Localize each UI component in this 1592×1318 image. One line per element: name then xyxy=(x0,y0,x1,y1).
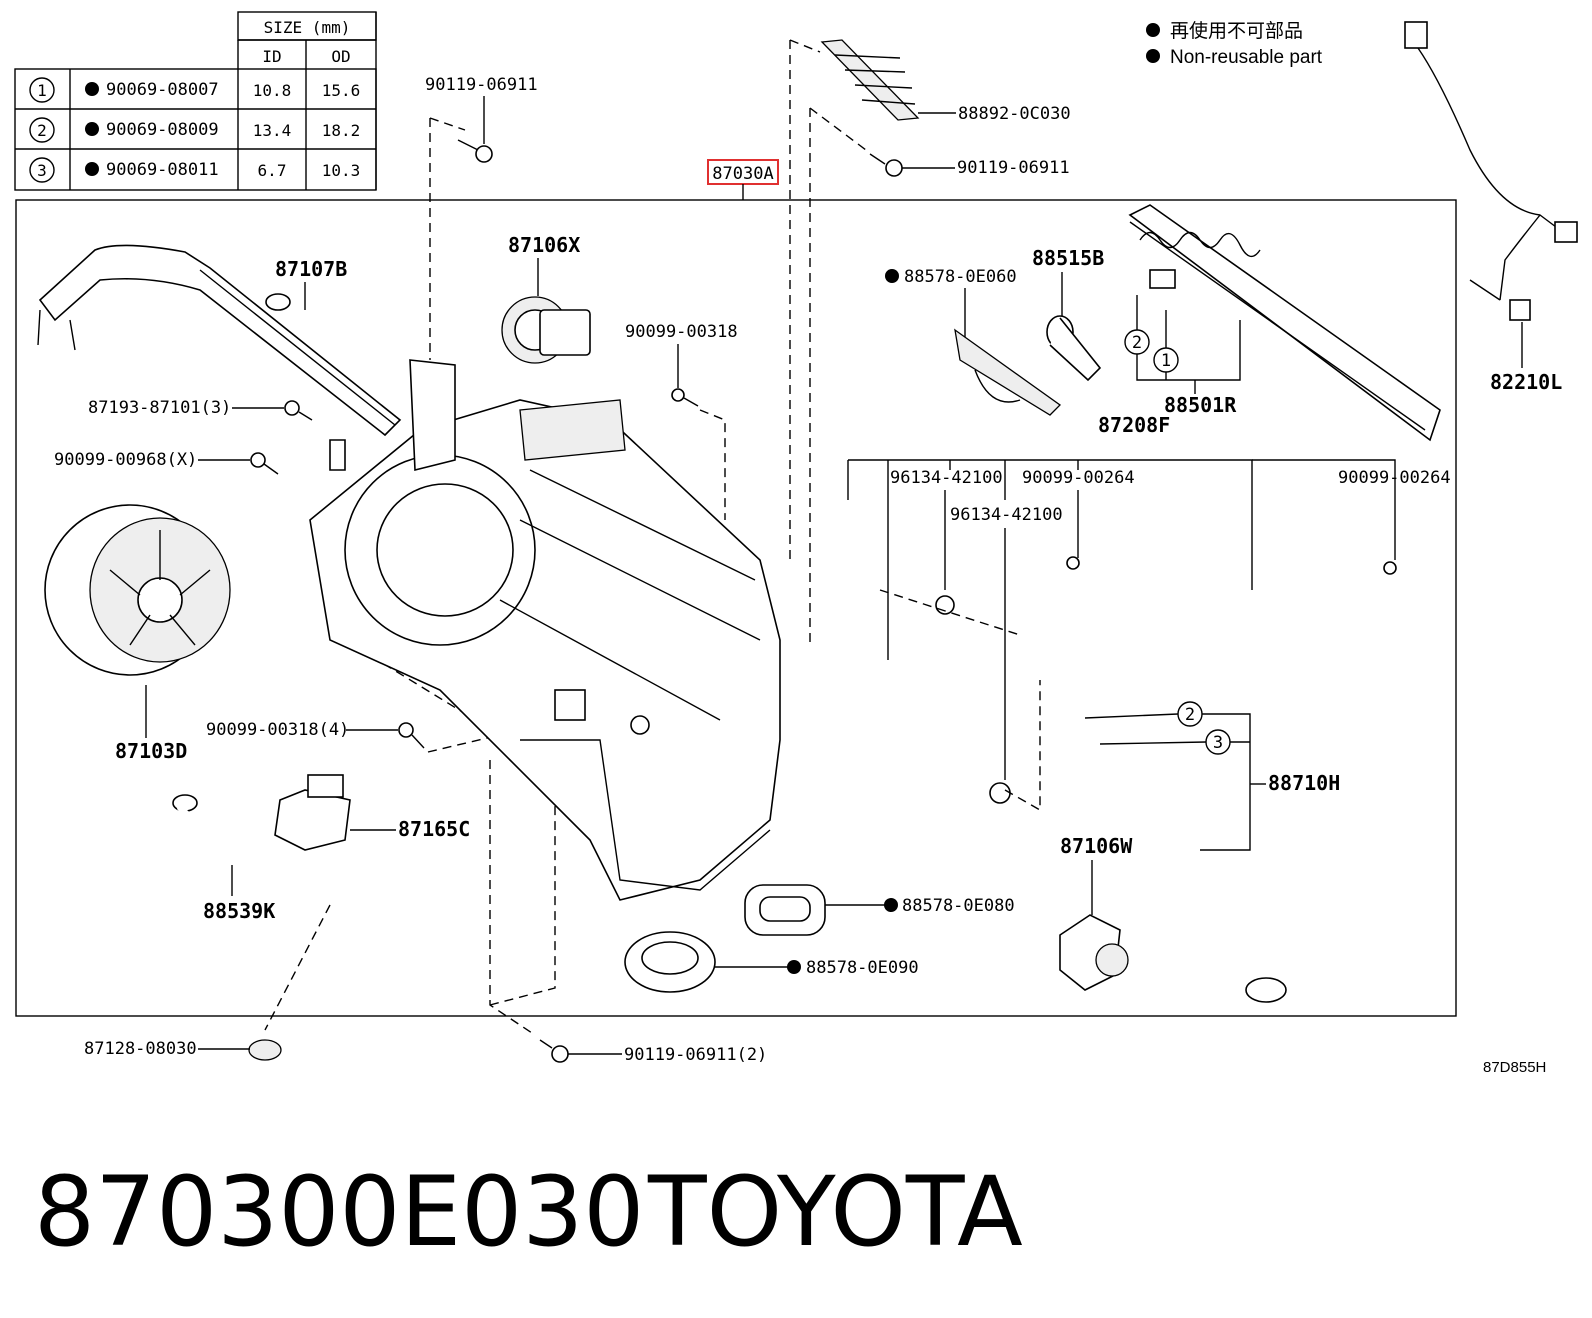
brand-name: TOYOTA xyxy=(647,1156,1023,1268)
label-87107B: 87107B xyxy=(275,257,347,281)
row-od: 10.3 xyxy=(322,161,361,180)
row-part-number: 90069-08011 xyxy=(106,160,219,180)
label-82210L: 82210L xyxy=(1490,370,1562,394)
label-88501R: 88501R xyxy=(1164,393,1237,417)
row-number: 1 xyxy=(37,81,47,100)
assembly-frame xyxy=(15,199,1457,1017)
label-96134-a: 96134-42100 xyxy=(890,468,1003,488)
label-90119-bottom: 90119-06911(2) xyxy=(624,1045,767,1065)
actuator-icon xyxy=(1059,914,1129,991)
callout-number: 3 xyxy=(1213,733,1223,753)
bolt-icon xyxy=(457,139,493,163)
label-87106X: 87106X xyxy=(508,233,580,257)
label-90099-00264-a: 90099-00264 xyxy=(1022,468,1135,488)
id-header: ID xyxy=(262,47,281,66)
row-part-number: 90069-08007 xyxy=(106,80,219,100)
blower-unit-icon xyxy=(309,359,781,901)
row-number: 2 xyxy=(37,121,47,140)
legend-en: Non-reusable part xyxy=(1170,47,1323,68)
screw-icon xyxy=(671,388,699,407)
label-96134-b: 96134-42100 xyxy=(950,505,1063,525)
label-87208F: 87208F xyxy=(1098,413,1170,437)
label-88539K: 88539K xyxy=(203,899,275,923)
row-id: 6.7 xyxy=(258,161,287,180)
wiring-harness-icon xyxy=(1404,21,1578,321)
label-90119-06911-right: 90119-06911 xyxy=(957,158,1070,178)
filter-icon xyxy=(820,39,920,121)
valve-icon xyxy=(1046,315,1102,382)
bolt-icon xyxy=(869,153,903,177)
pipe-icon xyxy=(1054,744,1287,1003)
assembly-label[interactable]: 87030A xyxy=(707,159,779,200)
row-number: 3 xyxy=(37,161,47,180)
label-88892: 88892-0C030 xyxy=(958,104,1071,124)
reference-code: 87D855H xyxy=(1483,1059,1546,1076)
label-87193: 87193-87101(3) xyxy=(88,398,231,418)
evaporator-icon xyxy=(1128,204,1441,442)
legend-jp: 再使用不可部品 xyxy=(1170,20,1303,42)
label-87106W: 87106W xyxy=(1060,834,1133,858)
label-88578-0E090: 88578-0E090 xyxy=(806,958,919,978)
label-90099-00318: 90099-00318 xyxy=(625,322,738,342)
size-table: SIZE (mm) ID OD 1 90069-08007 10.8 15.6 … xyxy=(14,11,377,191)
callout-number: 2 xyxy=(1185,705,1195,725)
gasket-icon xyxy=(624,931,716,993)
screw-icon xyxy=(250,452,279,475)
label-88515B: 88515B xyxy=(1032,246,1104,270)
label-90119-06911-top: 90119-06911 xyxy=(425,75,538,95)
resistor-icon xyxy=(274,774,351,851)
gasket-icon xyxy=(744,884,826,936)
label-88578-0E060: 88578-0E060 xyxy=(904,267,1017,287)
row-od: 15.6 xyxy=(322,81,361,100)
label-88710H: 88710H xyxy=(1268,771,1340,795)
label-88578-0E080: 88578-0E080 xyxy=(902,896,1015,916)
row-part-number: 90069-08009 xyxy=(106,120,219,140)
blower-fan-icon xyxy=(44,504,231,676)
row-id: 13.4 xyxy=(253,121,292,140)
grommet-icon xyxy=(248,1039,282,1061)
callout-number: 2 xyxy=(1132,333,1142,353)
assembly-number: 87030A xyxy=(712,164,773,184)
screw-icon xyxy=(398,722,425,749)
label-87103D: 87103D xyxy=(115,739,187,763)
label-90099-00968: 90099-00968(X) xyxy=(54,450,197,470)
row-od: 18.2 xyxy=(322,121,361,140)
label-90099-00264-b: 90099-00264 xyxy=(1338,468,1451,488)
label-87165C: 87165C xyxy=(398,817,470,841)
row-id: 10.8 xyxy=(253,81,292,100)
part-number: 870300E030 xyxy=(34,1156,644,1268)
seal-icon xyxy=(954,328,1062,416)
bolt-icon xyxy=(539,1039,569,1063)
label-90099-00318-4: 90099-00318(4) xyxy=(206,720,349,740)
od-header: OD xyxy=(331,47,350,66)
duct-icon xyxy=(37,244,402,437)
label-87128: 87128-08030 xyxy=(84,1039,197,1059)
screw-icon xyxy=(284,400,313,421)
pipe-icon xyxy=(840,500,1436,926)
legend: 再使用不可部品 Non-reusable part xyxy=(1146,20,1323,68)
drain-hose-icon xyxy=(172,794,373,933)
callout-number: 1 xyxy=(1161,351,1171,371)
size-header: SIZE (mm) xyxy=(264,18,351,37)
actuator-icon xyxy=(501,296,591,364)
